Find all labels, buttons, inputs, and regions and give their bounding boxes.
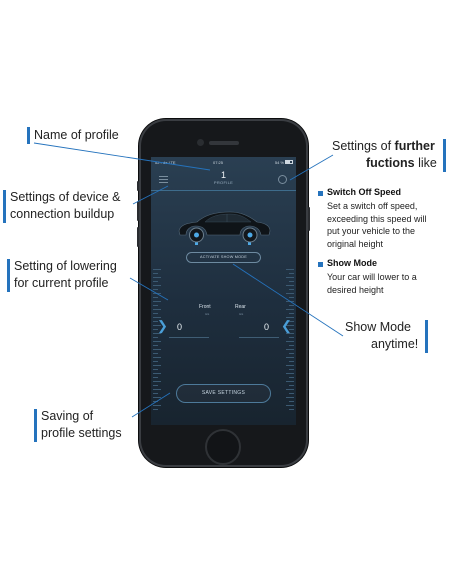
bullet-icon [318, 191, 323, 196]
power-button [308, 207, 310, 231]
profile-number[interactable]: 1 [220, 170, 226, 180]
annotation-marker [7, 259, 10, 292]
car-image [178, 211, 271, 245]
show-mode-callout-line1: Show Mode [345, 320, 412, 334]
app-screen: o2 - de LTE 07:25 54 % 1 PROFILE ACTIVAT… [151, 157, 296, 425]
earpiece [209, 141, 239, 145]
volume-down-button [137, 227, 139, 247]
phone-mockup: o2 - de LTE 07:25 54 % 1 PROFILE ACTIVAT… [137, 119, 310, 467]
further-functions-label-line2: fuctions like [366, 156, 437, 170]
bullet-icon [318, 262, 323, 267]
annotation-marker [443, 139, 446, 172]
switch-off-speed-desc-2: exceeding this speed will [327, 213, 427, 224]
activate-show-mode-button[interactable]: ACTIVATE SHOW MODE [186, 252, 261, 263]
rear-axle-label: Rear [235, 304, 246, 310]
front-camera [197, 139, 204, 146]
saving-label-line2: profile settings [41, 426, 122, 440]
show-mode-desc-1: Your car will lower to a [327, 272, 417, 282]
save-settings-button[interactable]: SAVE SETTINGS [176, 384, 271, 403]
front-value-underline [169, 337, 209, 338]
profile-label: PROFILE [213, 180, 234, 185]
front-axle-label: Front [199, 304, 211, 310]
battery-icon [285, 160, 293, 164]
battery-text: 54 % [274, 160, 284, 165]
switch-off-speed-title: Switch Off Speed [327, 187, 402, 197]
menu-icon[interactable] [159, 176, 168, 183]
show-mode-desc-2: desired height [327, 284, 384, 295]
further-functions-label-line1: Settings of further [332, 139, 435, 153]
lowering-label-line2: for current profile [14, 276, 109, 290]
front-unit-label: mm [205, 313, 210, 316]
volume-up-button [137, 201, 139, 221]
gear-icon[interactable] [278, 175, 287, 184]
show-mode-title: Show Mode [327, 258, 377, 268]
annotation-marker [34, 409, 37, 442]
device-settings-label-line1: Settings of device & [10, 190, 121, 204]
rear-increase-chevron-icon[interactable]: ❮ [281, 318, 292, 333]
device-settings-label-line2: connection buildup [10, 207, 115, 221]
front-increase-chevron-icon[interactable]: ❯ [157, 318, 168, 333]
mute-switch [137, 181, 139, 191]
switch-off-speed-desc-4: original height [327, 238, 384, 249]
home-button [205, 429, 241, 465]
header-divider [151, 190, 296, 191]
height-scale-left [153, 269, 163, 414]
switch-off-speed-desc-1: Set a switch off speed, [327, 201, 418, 211]
annotation-marker [27, 127, 30, 144]
rear-unit-label: mm [239, 313, 244, 316]
switch-off-speed-desc-3: put your vehicle to the [327, 226, 416, 236]
annotation-marker [3, 190, 6, 223]
annotation-marker [425, 320, 428, 353]
carrier-text: o2 - de LTE [155, 160, 176, 165]
lowering-label-line1: Setting of lowering [14, 259, 117, 273]
rear-value-underline [239, 337, 279, 338]
status-bar: o2 - de LTE 07:25 54 % [151, 157, 296, 167]
rear-height-value: 0 [264, 322, 270, 332]
show-mode-callout-line2: anytime! [371, 337, 419, 351]
clock-text: 07:25 [213, 160, 224, 165]
front-height-value: 0 [177, 322, 183, 332]
name-of-profile-label: Name of profile [34, 128, 119, 142]
saving-label-line1: Saving of [41, 409, 94, 423]
